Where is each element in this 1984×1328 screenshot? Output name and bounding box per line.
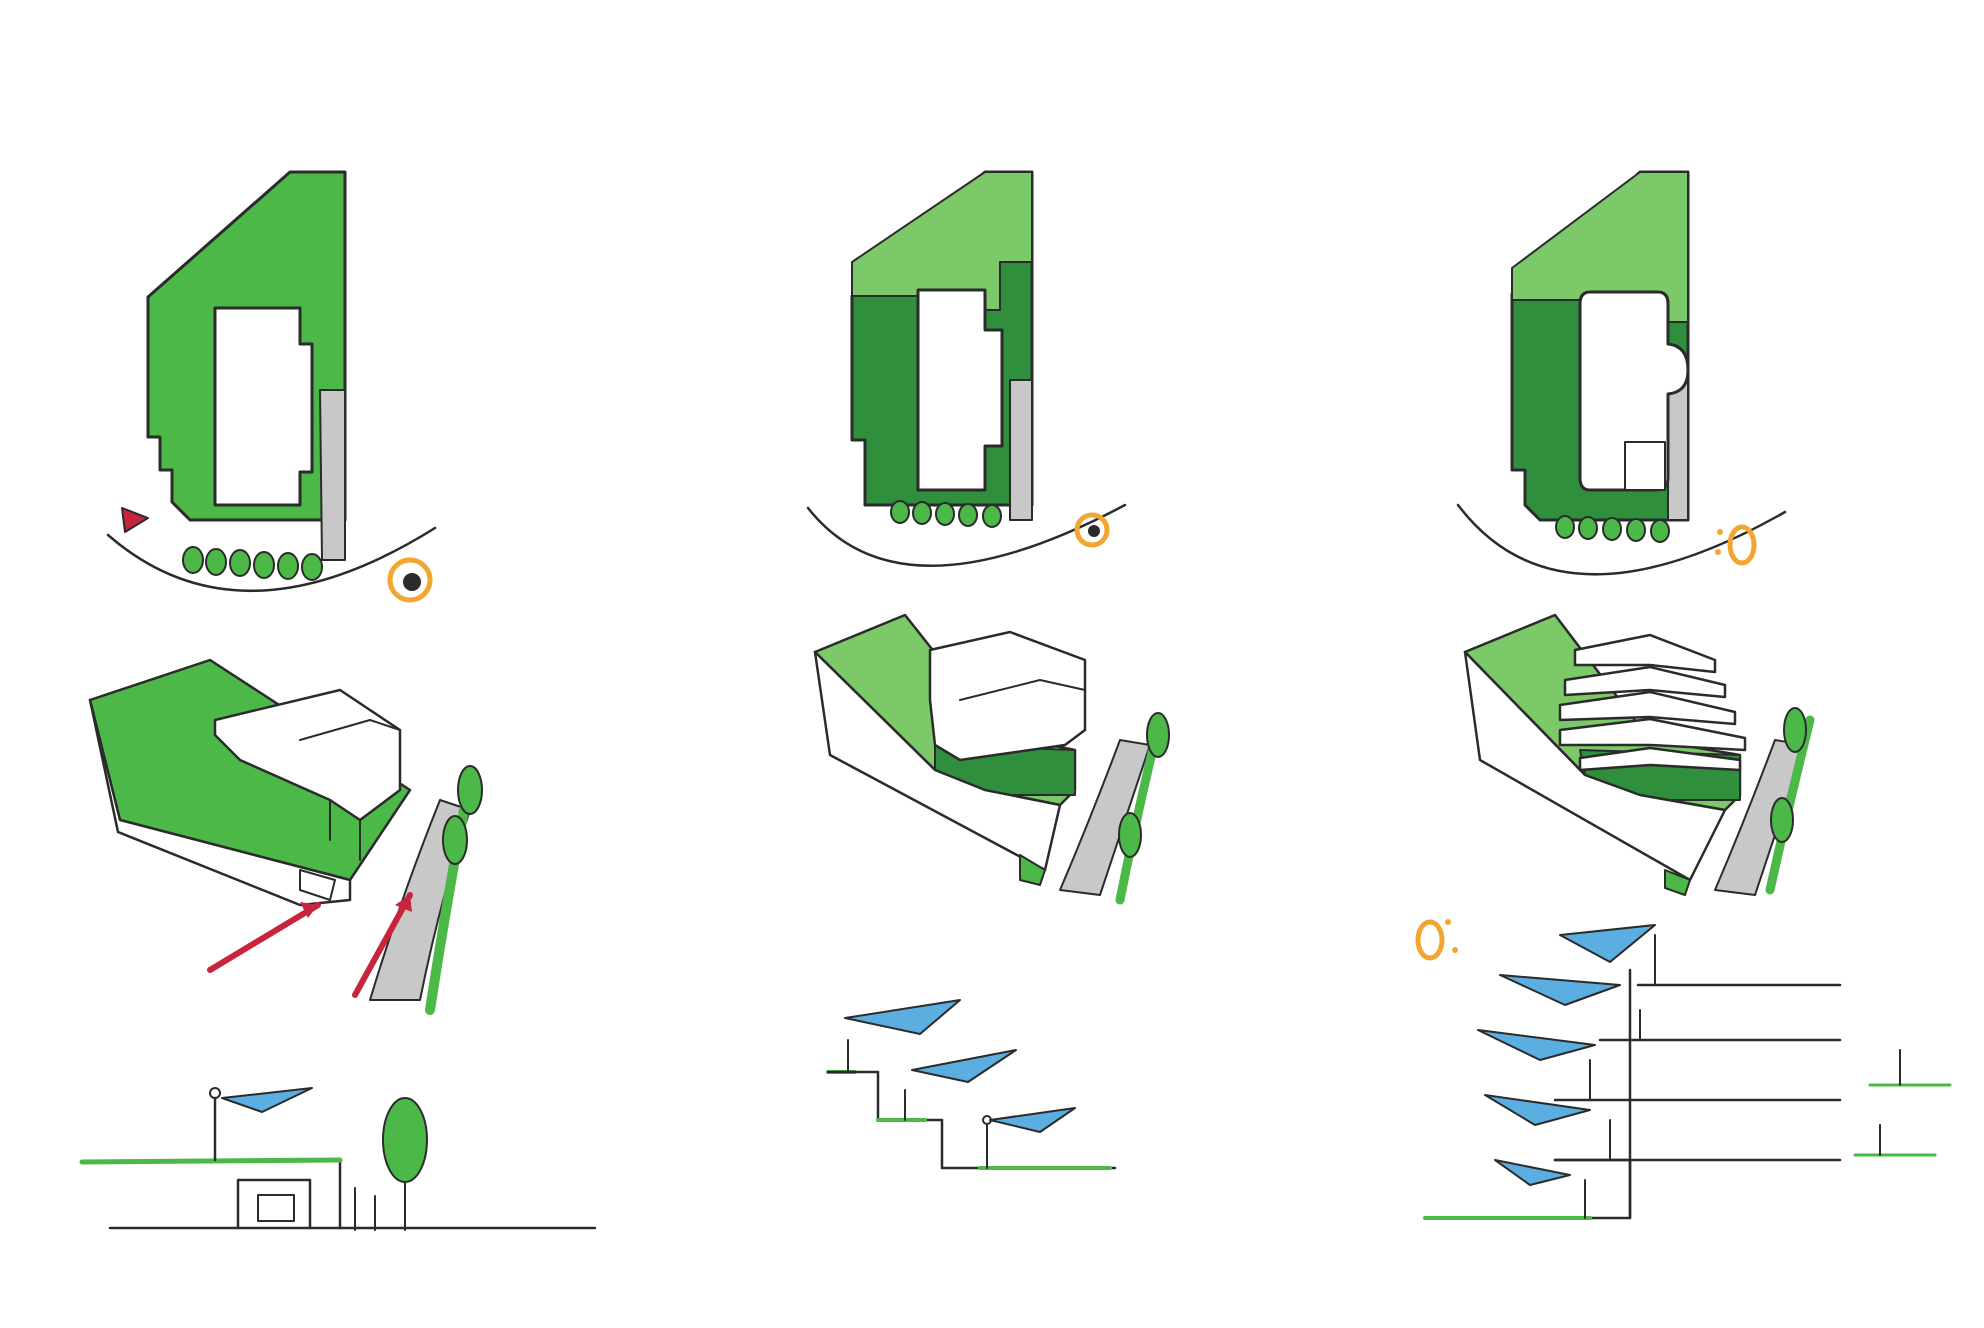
panel-scheme-2 bbox=[806, 170, 1170, 1170]
axonometric-2 bbox=[813, 613, 1170, 905]
site-plan-1 bbox=[106, 170, 437, 603]
section-3 bbox=[1415, 919, 1952, 1220]
tree-icon bbox=[382, 1097, 428, 1183]
section-1 bbox=[79, 1087, 597, 1231]
sun-path-arc bbox=[806, 503, 1127, 567]
sun-icon bbox=[387, 557, 433, 603]
access-arrow-icon bbox=[352, 892, 413, 998]
wind-flow-icon bbox=[844, 999, 961, 1035]
site-plan-2 bbox=[806, 170, 1127, 567]
wind-flow-icon bbox=[911, 1049, 1017, 1083]
access-arrow-icon bbox=[207, 902, 321, 973]
axonometric-1 bbox=[88, 658, 483, 1015]
wind-flow-icon bbox=[1559, 924, 1656, 963]
site-plan-3 bbox=[1456, 170, 1787, 576]
panel-scheme-3 bbox=[1415, 170, 1952, 1220]
stepped-terraces bbox=[1558, 633, 1747, 772]
wind-flow-icon bbox=[221, 1087, 313, 1113]
section-2 bbox=[826, 999, 1117, 1170]
sun-path-arc bbox=[1456, 503, 1787, 576]
sun-path-arc bbox=[106, 526, 437, 592]
axonometric-3 bbox=[1463, 613, 1815, 896]
wind-flow-icon bbox=[989, 1107, 1076, 1133]
wind-flow-icon bbox=[1494, 1159, 1571, 1186]
panel-scheme-1 bbox=[79, 170, 597, 1231]
tree-row-icon bbox=[182, 546, 323, 581]
entry-flag-icon bbox=[121, 507, 149, 533]
sun-icon bbox=[1415, 919, 1458, 961]
wind-flow-icon bbox=[1477, 1029, 1596, 1061]
wind-flow-icon bbox=[1499, 974, 1621, 1006]
sun-icon bbox=[1715, 524, 1757, 566]
tree-row-icon bbox=[1555, 515, 1670, 543]
tree-row-icon bbox=[890, 500, 1002, 528]
sun-icon bbox=[1074, 512, 1110, 548]
wind-flow-icon bbox=[1484, 1094, 1591, 1126]
